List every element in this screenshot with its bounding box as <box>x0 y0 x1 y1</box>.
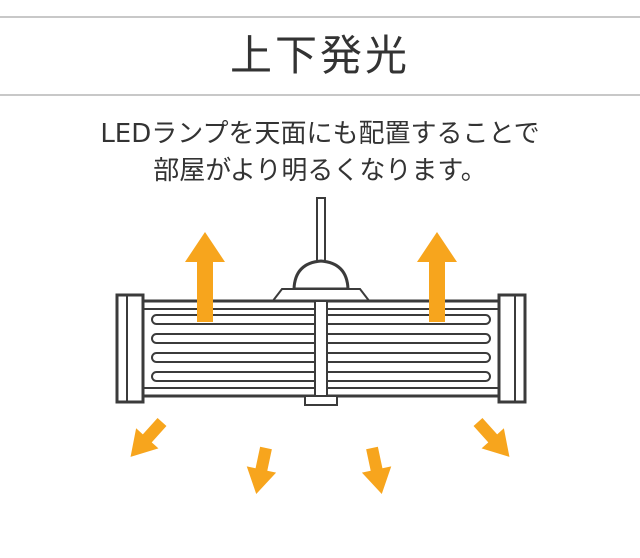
lamp-fixture <box>115 197 527 406</box>
lamp-endcap-right <box>497 293 527 404</box>
illustration-wrap <box>0 196 640 553</box>
pendant-light-illustration <box>115 197 527 494</box>
down-arrow <box>130 417 167 457</box>
up-arrow <box>417 232 457 322</box>
lamp-endcap-left <box>115 293 145 404</box>
light-direction-arrows <box>130 232 510 494</box>
feature-description-line-2: 部屋がより明るくなります。 <box>153 156 487 186</box>
down-arrow <box>361 446 392 494</box>
lamp-canopy <box>292 259 350 291</box>
feature-description-line-1: LEDランプを天面にも配置することで <box>100 119 540 149</box>
up-arrow <box>185 232 225 322</box>
title-divider <box>0 94 640 96</box>
lamp-bottom-tab <box>304 395 338 406</box>
lamp-cord <box>316 197 326 262</box>
feature-title: 上下発光 <box>229 31 410 80</box>
lamp-center-bracket <box>314 300 328 397</box>
down-arrow <box>473 417 510 457</box>
down-arrow <box>246 446 277 494</box>
top-divider <box>0 16 640 18</box>
feature-description: LEDランプを天面にも配置することで 部屋がより明るくなります。 <box>0 116 640 190</box>
